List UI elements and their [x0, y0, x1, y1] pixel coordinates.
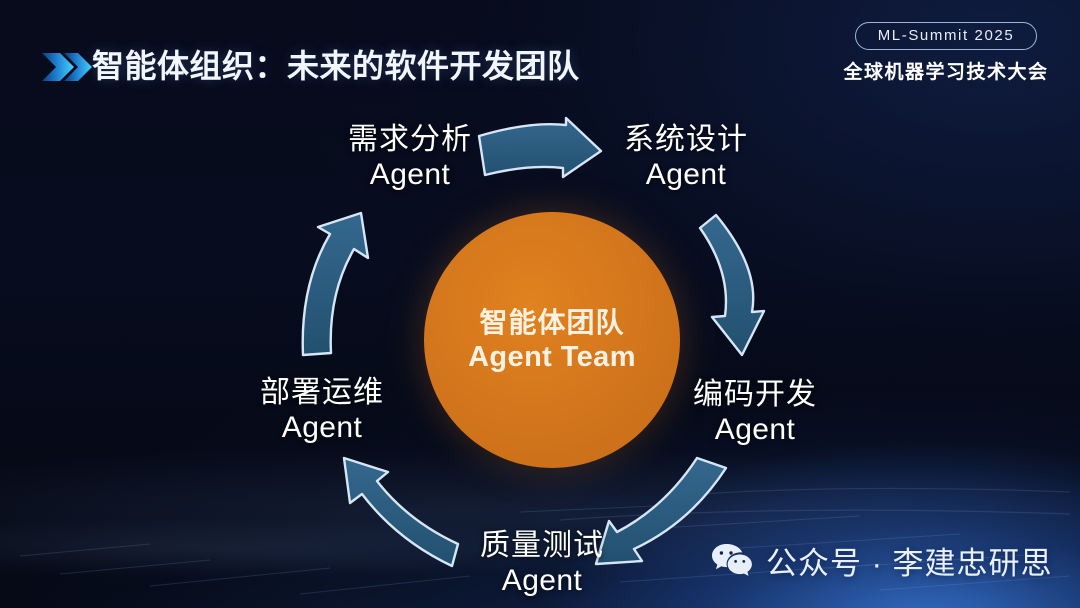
node-testing-label-cn: 质量测试 — [480, 529, 604, 562]
center-node-label-en: Agent Team — [468, 341, 636, 374]
double-chevron-icon — [42, 53, 92, 81]
wechat-watermark: 公众号 · 李建忠研思 — [710, 538, 1053, 583]
node-requirements-label-en: Agent — [369, 158, 451, 192]
arrow-coding-to-testing — [594, 456, 728, 566]
arrow-design-to-coding — [698, 213, 766, 357]
node-testing-label-en: Agent — [501, 564, 583, 598]
page-title: 智能体组织：未来的软件开发团队 — [92, 48, 580, 84]
node-coding: 编码开发 Agent — [675, 377, 835, 448]
node-design-label-en: Agent — [645, 158, 727, 192]
center-node-label-cn: 智能体团队 — [479, 306, 625, 338]
node-operations-label-cn: 部署运维 — [260, 376, 384, 409]
wechat-watermark-text: 公众号 · 李建忠研思 — [766, 546, 1053, 581]
node-operations: 部署运维 Agent — [242, 375, 402, 446]
arrow-testing-to-operations — [342, 456, 460, 568]
node-design-label-cn: 系统设计 — [624, 123, 748, 156]
arrow-requirements-to-design — [477, 116, 603, 179]
node-requirements: 需求分析 Agent — [330, 122, 490, 193]
node-requirements-label-cn: 需求分析 — [348, 123, 472, 156]
node-design: 系统设计 Agent — [606, 122, 766, 193]
node-coding-label-en: Agent — [714, 413, 796, 447]
node-coding-label-cn: 编码开发 — [693, 378, 817, 411]
center-node-agent-team: 智能体团队 Agent Team — [424, 212, 680, 468]
conference-logo: ML-Summit 2025 全球机器学习技术大会 — [830, 22, 1062, 84]
logo-badge: ML-Summit 2025 — [854, 22, 1038, 50]
node-testing: 质量测试 Agent — [462, 528, 622, 599]
wechat-icon — [712, 543, 752, 576]
arrow-operations-to-requirements — [301, 211, 370, 357]
logo-subtitle: 全球机器学习技术大会 — [843, 62, 1049, 83]
node-operations-label-en: Agent — [281, 411, 363, 445]
